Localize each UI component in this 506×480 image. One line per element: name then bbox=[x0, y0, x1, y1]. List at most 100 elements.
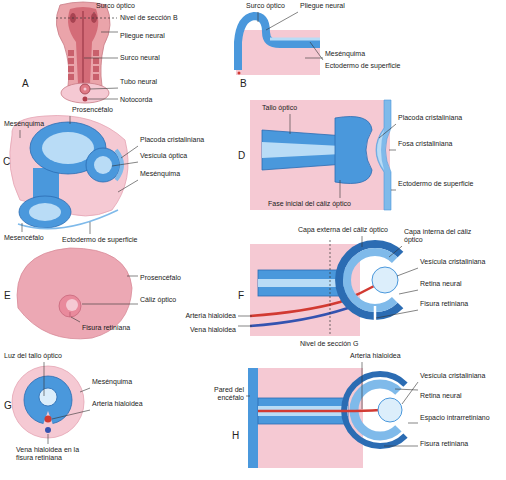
mesenchyme bbox=[250, 100, 390, 210]
part-label: Pared del encéfalo bbox=[204, 386, 244, 402]
part-label: Tallo óptico bbox=[262, 104, 297, 112]
part-label: Arteria hialoidea bbox=[185, 312, 236, 320]
forebrain-lumen bbox=[42, 132, 94, 164]
leader-line bbox=[238, 326, 252, 327]
hyaloid-artery bbox=[45, 416, 52, 423]
leader-line bbox=[384, 446, 418, 447]
leader-line bbox=[22, 223, 23, 232]
somite bbox=[93, 50, 99, 56]
part-label: Vena hialoidea en la fisura retiniana bbox=[16, 446, 86, 462]
surface-ectoderm bbox=[270, 38, 320, 41]
mesenchyme bbox=[236, 30, 320, 75]
leader-line bbox=[305, 58, 323, 59]
neural-fold bbox=[238, 16, 320, 70]
part-label: Nivel de sección G bbox=[300, 340, 358, 348]
part-label: Cáliz óptico bbox=[140, 296, 176, 304]
optic-vesicle bbox=[86, 148, 120, 182]
leader-line bbox=[379, 124, 396, 138]
leader-line bbox=[397, 268, 418, 276]
leader-line bbox=[44, 362, 45, 396]
retinal-fissure bbox=[43, 411, 53, 425]
stalk-lumen bbox=[262, 142, 342, 158]
brain-wall bbox=[248, 368, 258, 468]
marker-dot bbox=[238, 72, 241, 75]
somite bbox=[68, 50, 74, 56]
somite bbox=[93, 74, 99, 80]
neural-fold-section bbox=[236, 16, 320, 75]
neural-groove bbox=[82, 11, 83, 84]
forebrain-surface bbox=[17, 248, 132, 339]
part-label: Retina neural bbox=[420, 280, 462, 288]
leader-line bbox=[340, 180, 341, 198]
part-label: Arteria hialoidea bbox=[92, 400, 143, 408]
leader-line bbox=[391, 190, 396, 191]
somite bbox=[68, 66, 74, 72]
leader-line bbox=[362, 362, 363, 409]
part-label: Prosencéfalo bbox=[72, 106, 113, 114]
leader-line bbox=[90, 88, 118, 90]
part-label: Mesencéfalo bbox=[4, 234, 44, 242]
part-label: Surco óptico bbox=[246, 2, 285, 10]
lens-placode bbox=[377, 130, 384, 170]
retinal-fissure bbox=[374, 306, 377, 321]
part-label: Arteria hialoidea bbox=[350, 352, 401, 360]
lens-vesicle bbox=[372, 267, 398, 293]
leader-line bbox=[20, 130, 21, 138]
part-label: Mesénquima bbox=[140, 170, 180, 178]
midbrain bbox=[19, 196, 71, 228]
leader-line bbox=[80, 388, 90, 392]
optic-cup-later bbox=[248, 368, 406, 468]
leader-line bbox=[258, 12, 259, 22]
surface-ectoderm bbox=[18, 210, 118, 229]
leader-line bbox=[402, 382, 418, 404]
part-label: Fisura retiniana bbox=[420, 440, 468, 448]
optic-vesicle-lumen bbox=[94, 156, 112, 174]
leader-line bbox=[399, 290, 418, 294]
mesenchyme bbox=[12, 366, 84, 438]
stalk-lumen bbox=[258, 279, 348, 287]
leader-line bbox=[48, 434, 49, 444]
optic-stalk-wall bbox=[24, 376, 72, 424]
panel-letter: C bbox=[3, 156, 10, 168]
optic-stalk-section bbox=[12, 366, 84, 438]
leader-line bbox=[94, 12, 95, 14]
optic-stalk bbox=[258, 270, 348, 296]
optic-cup-inner bbox=[66, 299, 78, 311]
optic-cup-with-lens bbox=[250, 240, 401, 336]
leader-line bbox=[71, 317, 80, 322]
part-label: Nivel de sección B bbox=[120, 14, 178, 22]
leader-line bbox=[408, 423, 418, 424]
neural-canal bbox=[84, 88, 87, 91]
panel-letter: G bbox=[4, 400, 12, 412]
part-label: Surco óptico bbox=[96, 2, 135, 10]
part-label: Capa interna del cáliz óptico bbox=[404, 228, 476, 244]
part-label: Espacio intrarretiniano bbox=[420, 414, 490, 422]
part-label: Fisura retiniana bbox=[420, 300, 468, 308]
leader-line bbox=[52, 410, 90, 419]
leader-line bbox=[395, 389, 418, 390]
leader-line bbox=[376, 310, 418, 318]
part-label: Mesénquima bbox=[92, 378, 132, 386]
part-label: Capa externa del cáliz óptico bbox=[298, 226, 388, 234]
hyaloid-vein bbox=[45, 427, 51, 433]
panel-letter: D bbox=[238, 150, 245, 162]
leader-line bbox=[246, 396, 250, 397]
leader-line bbox=[389, 246, 402, 257]
leader-line bbox=[121, 146, 138, 158]
panel-letter: A bbox=[22, 78, 29, 90]
surface-ectoderm bbox=[376, 100, 391, 210]
part-label: Pliegue neural bbox=[300, 2, 345, 10]
part-label: Prosencéfalo bbox=[140, 274, 181, 282]
part-label: Ectodermo de superficie bbox=[398, 180, 473, 188]
part-label: Fase inicial del cáliz óptico bbox=[268, 200, 351, 208]
part-label: Ectodermo de superficie bbox=[62, 236, 137, 244]
early-optic-cup bbox=[250, 100, 391, 210]
embryo-body bbox=[56, 2, 110, 86]
somite bbox=[93, 58, 99, 64]
somite bbox=[68, 58, 74, 64]
part-label: Vesícula cristaliniana bbox=[420, 258, 485, 266]
optic-cup bbox=[335, 117, 372, 184]
cross-section bbox=[61, 83, 109, 103]
section-line bbox=[330, 240, 331, 336]
midbrain-lumen bbox=[29, 203, 61, 221]
